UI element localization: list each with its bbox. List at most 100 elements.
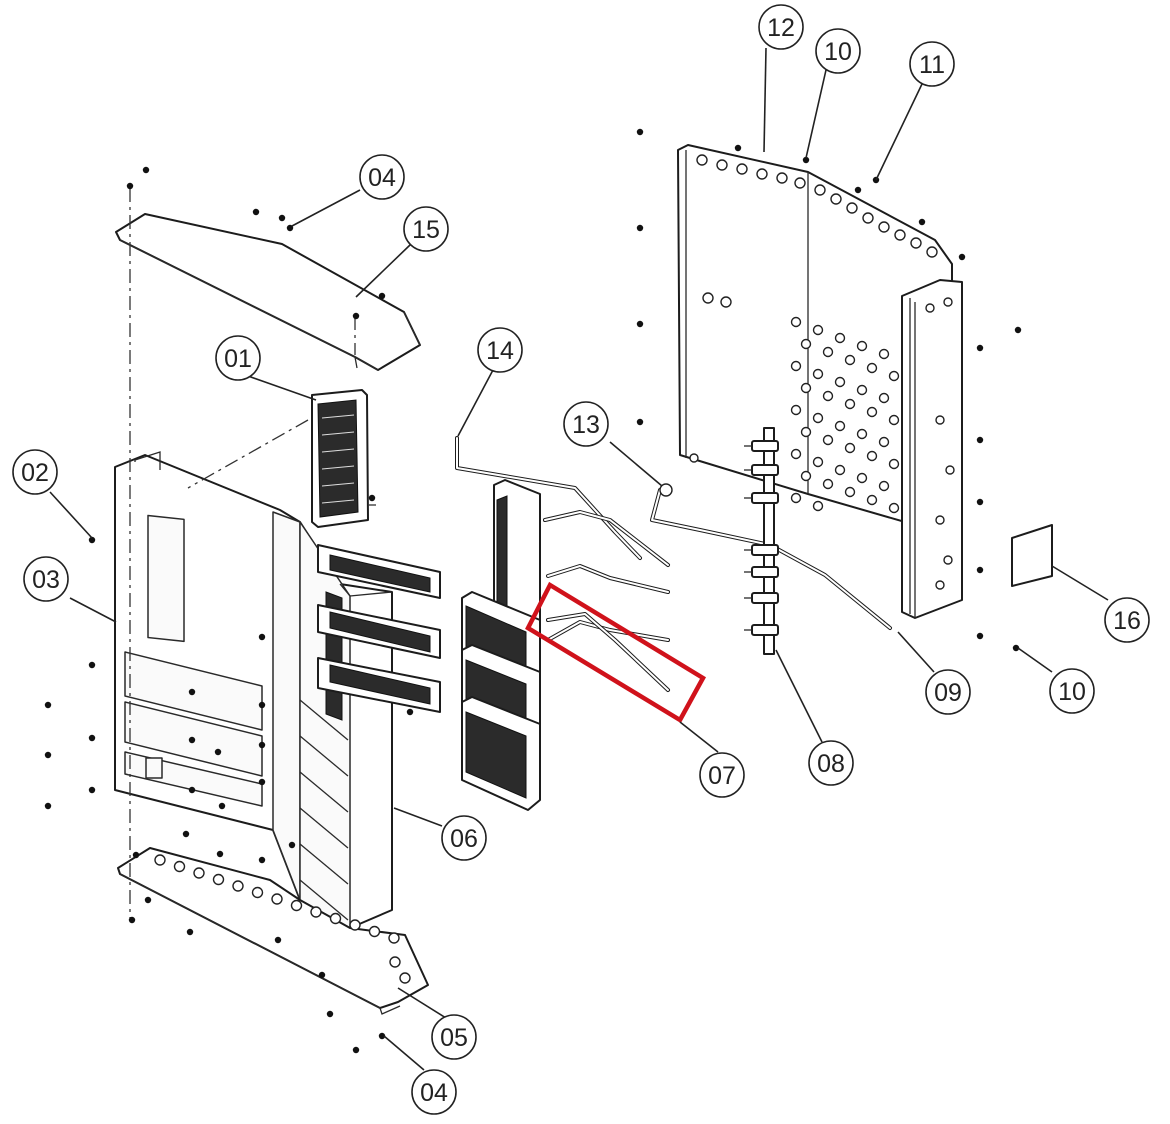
vent-hole: [800, 338, 812, 350]
screw: [636, 224, 644, 232]
screw: [258, 741, 266, 749]
screw: [142, 166, 150, 174]
vent-hole: [844, 398, 856, 410]
valve: [751, 592, 779, 604]
vent-hole: [856, 428, 868, 440]
screw: [976, 566, 984, 574]
vent-hole: [388, 932, 400, 944]
callout-label: 04: [368, 164, 396, 192]
screw: [258, 778, 266, 786]
callout-label: 07: [708, 762, 736, 790]
screw: [976, 498, 984, 506]
vent-hole: [856, 340, 868, 352]
screw: [128, 916, 136, 924]
vent-hole: [794, 177, 806, 189]
callout-label: 08: [817, 750, 845, 778]
assembly-lines: [129, 188, 376, 918]
screw: [958, 253, 966, 261]
vent-hole: [822, 390, 834, 402]
vent-hole: [878, 221, 890, 233]
vent-hole: [812, 412, 824, 424]
callout-15: 15: [403, 206, 449, 252]
callout-label: 10: [1058, 678, 1086, 706]
callout-01: 01: [215, 335, 261, 381]
screw: [378, 1032, 386, 1040]
vent-hole: [812, 324, 824, 336]
vent-hole: [173, 860, 186, 873]
vent-hole: [800, 382, 812, 394]
callout-label: 04: [420, 1079, 448, 1107]
screw: [182, 830, 190, 838]
vent-hole: [856, 472, 868, 484]
screw: [88, 786, 96, 794]
vent-hole: [856, 384, 868, 396]
callout-07: 07: [699, 752, 745, 798]
vent-hole: [812, 500, 824, 512]
louver-line: [299, 735, 349, 777]
top-panel: [115, 213, 421, 371]
vent-hole: [834, 376, 846, 388]
screw: [88, 734, 96, 742]
screw: [976, 632, 984, 640]
vent-hole: [790, 492, 802, 504]
callout-label: 09: [934, 679, 962, 707]
screw: [252, 208, 260, 216]
callout-12: 12: [758, 4, 804, 50]
louver-line: [299, 699, 349, 741]
louver-line: [299, 771, 349, 813]
screw: [636, 320, 644, 328]
louver-line: [299, 879, 349, 921]
louver-line: [299, 807, 349, 849]
gas-manifold: [744, 427, 779, 655]
vent-hole: [910, 237, 922, 249]
vent-hole: [844, 442, 856, 454]
screw: [1014, 326, 1022, 334]
filter-slat: [321, 431, 355, 436]
screw: [326, 1010, 334, 1018]
screw: [258, 856, 266, 864]
callout-label: 11: [919, 51, 945, 79]
vent-hole: [271, 893, 283, 905]
callout-leaders: [49, 47, 1109, 1071]
vent-hole: [878, 480, 890, 492]
screw: [352, 1046, 360, 1054]
screw: [44, 751, 52, 759]
callout-13: 13: [563, 401, 609, 447]
screws: [44, 128, 1022, 1054]
screw: [406, 708, 414, 716]
filter-slat: [321, 448, 355, 453]
callout-label: 06: [450, 825, 478, 853]
vent-hole: [878, 348, 890, 360]
callout-06: 06: [441, 815, 487, 861]
screw: [636, 128, 644, 136]
louver-line: [299, 843, 349, 885]
vent-hole: [844, 486, 856, 498]
vent-hole: [866, 450, 878, 462]
screw: [976, 344, 984, 352]
vent-hole: [349, 919, 361, 931]
vent-hole: [329, 912, 342, 925]
screw: [88, 536, 96, 544]
callout-label: 14: [486, 337, 514, 365]
vent-hole: [822, 346, 834, 358]
vent-hole: [154, 854, 166, 866]
vent-hole: [866, 494, 878, 506]
vent-hole: [943, 555, 953, 565]
filter-01: [311, 389, 369, 528]
bottom-panel: [117, 847, 429, 1015]
screw: [186, 928, 194, 936]
screw: [734, 144, 742, 152]
vent-hole: [399, 972, 411, 984]
vent-hole: [790, 360, 802, 372]
vent-hole: [212, 873, 225, 886]
vent-hole: [834, 464, 846, 476]
vent-hole: [822, 478, 834, 490]
callout-04-top: 04: [359, 154, 405, 200]
callout-label: 15: [412, 216, 440, 244]
screw: [318, 971, 326, 979]
callout-08: 08: [808, 740, 854, 786]
callout-05: 05: [431, 1014, 477, 1060]
vent-hole: [888, 370, 900, 382]
vent-hole: [846, 202, 858, 214]
